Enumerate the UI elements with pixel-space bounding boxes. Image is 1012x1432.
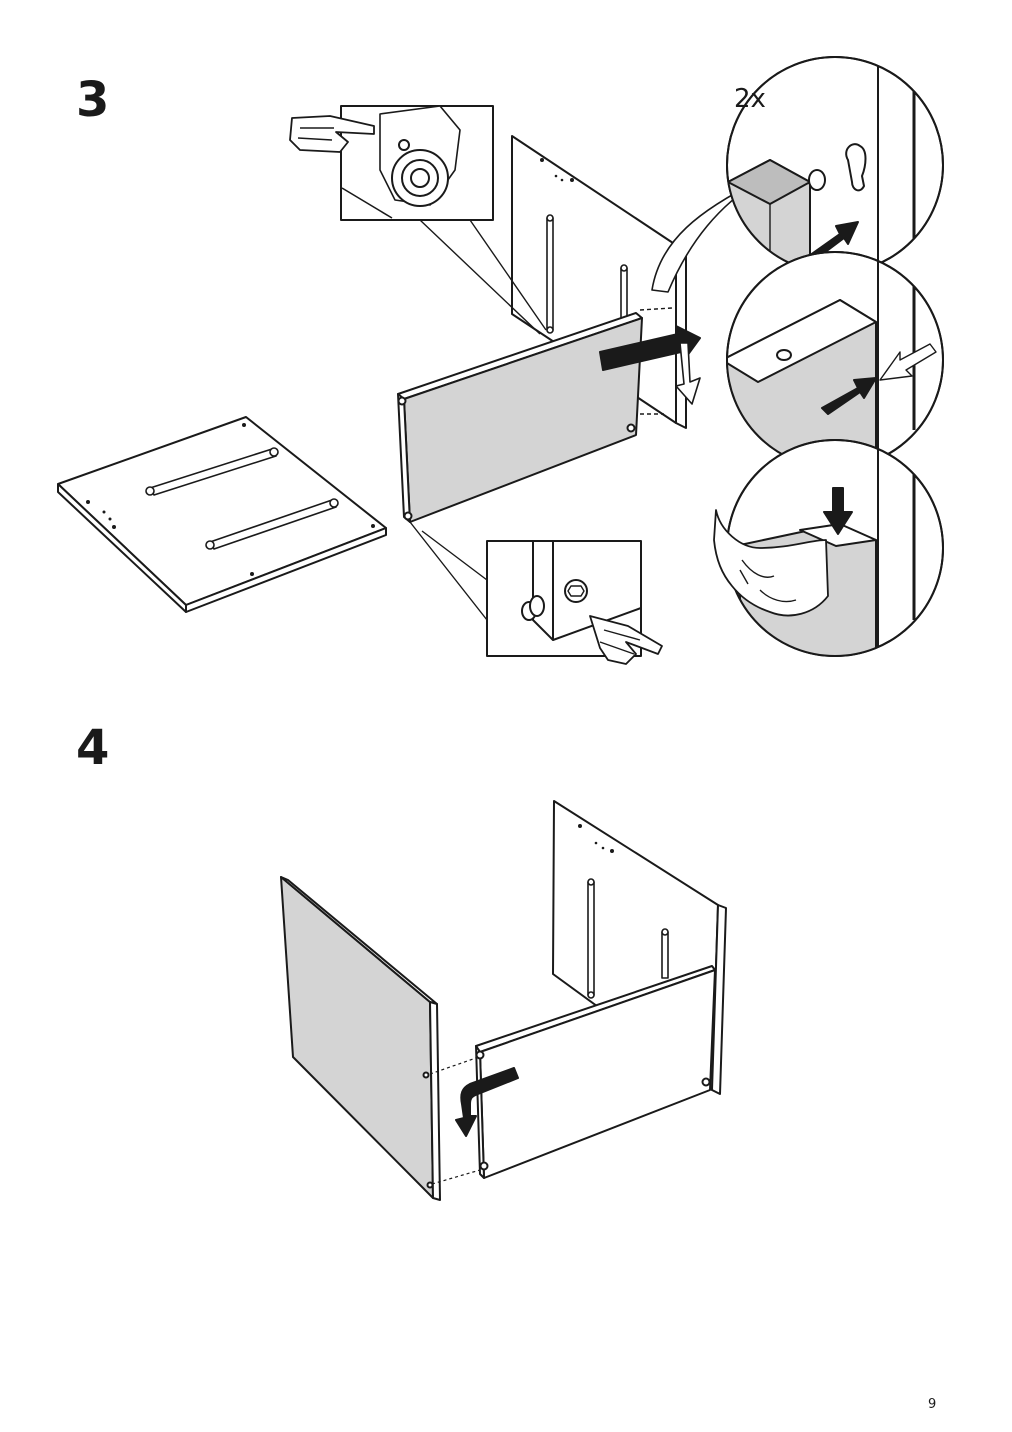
rail-top xyxy=(145,447,279,496)
step3-illustration: 2x xyxy=(57,56,944,665)
bottom-panel xyxy=(57,416,387,613)
detail-circle-2 xyxy=(726,251,944,469)
step4-illustration xyxy=(280,800,727,1201)
step-number-4: 4 xyxy=(76,720,110,776)
pointing-hand-icon xyxy=(589,615,663,665)
rail-bottom xyxy=(205,498,339,550)
step-number-3: 3 xyxy=(76,72,110,128)
quantity-multiplier: 2x xyxy=(734,84,766,114)
push-arrow-icon xyxy=(599,325,701,371)
down-arrow-icon xyxy=(455,1067,519,1137)
down-arrow-icon xyxy=(675,342,701,405)
pointing-hand-icon xyxy=(289,115,375,153)
page-number: 9 xyxy=(928,1397,937,1412)
hand-press-icon xyxy=(713,509,829,617)
detail-circle-1 xyxy=(726,56,944,274)
front-panel xyxy=(397,312,643,523)
front-panel-step4 xyxy=(475,965,716,1179)
side-panel-step4 xyxy=(280,876,481,1201)
